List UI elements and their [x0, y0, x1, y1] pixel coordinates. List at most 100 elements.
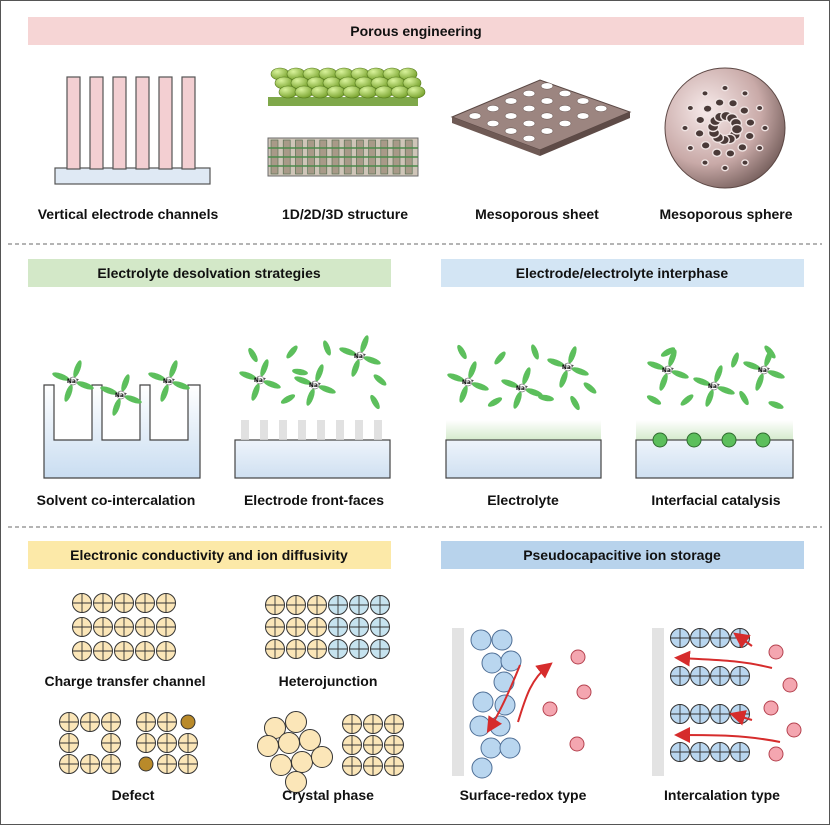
- free-solvent: [660, 347, 676, 357]
- green-ball: [406, 85, 426, 99]
- redox-arrow: [486, 664, 521, 734]
- na-ion: [116, 390, 126, 400]
- crystal-atom: [299, 729, 321, 751]
- label-heterojunction: Heterojunction: [279, 673, 378, 689]
- crystal-atom: [291, 751, 313, 773]
- green-ball: [390, 85, 410, 99]
- solvent-molecule: [471, 382, 489, 391]
- na-ion: [68, 376, 78, 386]
- catalyst-particle: [652, 432, 668, 448]
- solvent-molecule: [705, 389, 714, 407]
- na-ion: [355, 351, 365, 361]
- solvent-molecule: [571, 367, 589, 376]
- label-mesoporous-sphere: Mesoporous sphere: [659, 206, 792, 222]
- catalyst-particle: [721, 432, 737, 448]
- solvent-molecule: [522, 367, 531, 385]
- solvent-molecule: [172, 381, 190, 390]
- front-faces-illustration: Na⁺Na⁺Na⁺: [234, 335, 391, 479]
- lattice-illustrations: [59, 593, 404, 793]
- sphere-pore: [700, 141, 711, 150]
- solvent-molecule: [717, 386, 735, 395]
- electrolyte-illustration: Na⁺Na⁺Na⁺: [445, 344, 602, 479]
- sphere-pore: [694, 129, 705, 138]
- sphere-pore: [702, 104, 713, 114]
- front-face-tip: [279, 420, 287, 440]
- active-bead: [480, 737, 502, 759]
- sphere-pore: [755, 144, 764, 152]
- na-ion-label: Na⁺: [758, 367, 770, 374]
- structure-illustration: [267, 67, 426, 177]
- cation: [570, 649, 586, 665]
- front-face-tip: [241, 420, 249, 440]
- vertical-channels-illustration: [54, 76, 211, 185]
- front-face-electrode: [234, 439, 391, 479]
- free-solvent: [646, 395, 662, 405]
- solvent-molecule: [559, 370, 568, 388]
- solvent-molecule: [294, 376, 312, 385]
- free-solvent: [731, 352, 739, 368]
- sheet-pore: [522, 135, 536, 142]
- sphere-pore: [741, 89, 749, 97]
- solvent-molecule: [501, 379, 519, 388]
- sheet-pore: [558, 105, 572, 112]
- porous-header-bar: [28, 17, 804, 45]
- solvent-molecule: [671, 370, 689, 379]
- na-ion-label: Na⁺: [708, 383, 720, 390]
- free-solvent: [764, 345, 776, 359]
- cation: [763, 700, 779, 716]
- na-ion-label: Na⁺: [309, 382, 321, 389]
- na-ion-label: Na⁺: [354, 353, 366, 360]
- active-bead: [469, 715, 491, 737]
- solvent-molecule: [306, 388, 315, 406]
- label-front-faces: Electrode front-faces: [244, 492, 384, 508]
- active-bead: [481, 652, 503, 674]
- free-solvent: [286, 345, 298, 359]
- sheet-pore: [576, 112, 590, 120]
- free-solvent: [370, 394, 380, 410]
- co-intercalation-electrode: [43, 384, 201, 479]
- free-solvent: [323, 340, 331, 356]
- front-face-tip: [260, 420, 268, 440]
- sphere-pore: [695, 115, 706, 125]
- electrolyte-electrode: [445, 439, 602, 479]
- solvent-molecule: [339, 347, 357, 356]
- label-structure: 1D/2D/3D structure: [282, 206, 408, 222]
- free-solvent: [292, 368, 308, 376]
- front-face-tip: [317, 420, 325, 440]
- surface-redox-illustration: [452, 628, 592, 779]
- na-ion: [663, 365, 673, 375]
- na-ion: [255, 375, 265, 385]
- sheet-pore: [522, 105, 536, 112]
- intercal-arrow: [674, 727, 781, 744]
- green-ball: [374, 85, 394, 99]
- na-ion-label: Na⁺: [562, 364, 574, 371]
- mesoporous-sheet-illustration: [450, 79, 632, 156]
- solvent-molecule: [360, 335, 369, 353]
- electrode-pillar: [181, 76, 196, 170]
- na-ion: [759, 365, 769, 375]
- cation: [768, 746, 784, 762]
- sphere-pore: [761, 124, 769, 132]
- solvent-molecule: [263, 380, 281, 389]
- solvent-molecule: [315, 364, 324, 382]
- mesoporous-sphere-illustration: [664, 67, 786, 189]
- label-interfacial-catalysis: Interfacial catalysis: [651, 492, 780, 508]
- sheet-pore: [558, 120, 572, 127]
- sphere-pore: [686, 144, 695, 152]
- intercalation-illustration: [652, 628, 802, 776]
- active-bead: [499, 737, 521, 759]
- solvent-molecule: [100, 386, 118, 395]
- current-collector: [452, 628, 464, 776]
- interphase-header-bar: [441, 259, 804, 287]
- solvent-molecule: [318, 385, 336, 394]
- front-face-tip: [336, 420, 344, 440]
- label-co-intercalation: Solvent co-intercalation: [37, 492, 196, 508]
- active-bead: [489, 715, 511, 737]
- intercal-arrow: [733, 632, 753, 649]
- sphere-pore: [701, 159, 709, 167]
- co-intercalation-illustration: Na⁺Na⁺Na⁺: [43, 360, 201, 479]
- solvent-molecule: [351, 359, 360, 377]
- na-ion-label: Na⁺: [462, 379, 474, 386]
- solvent-molecule: [714, 365, 723, 383]
- solvent-molecule: [52, 372, 70, 381]
